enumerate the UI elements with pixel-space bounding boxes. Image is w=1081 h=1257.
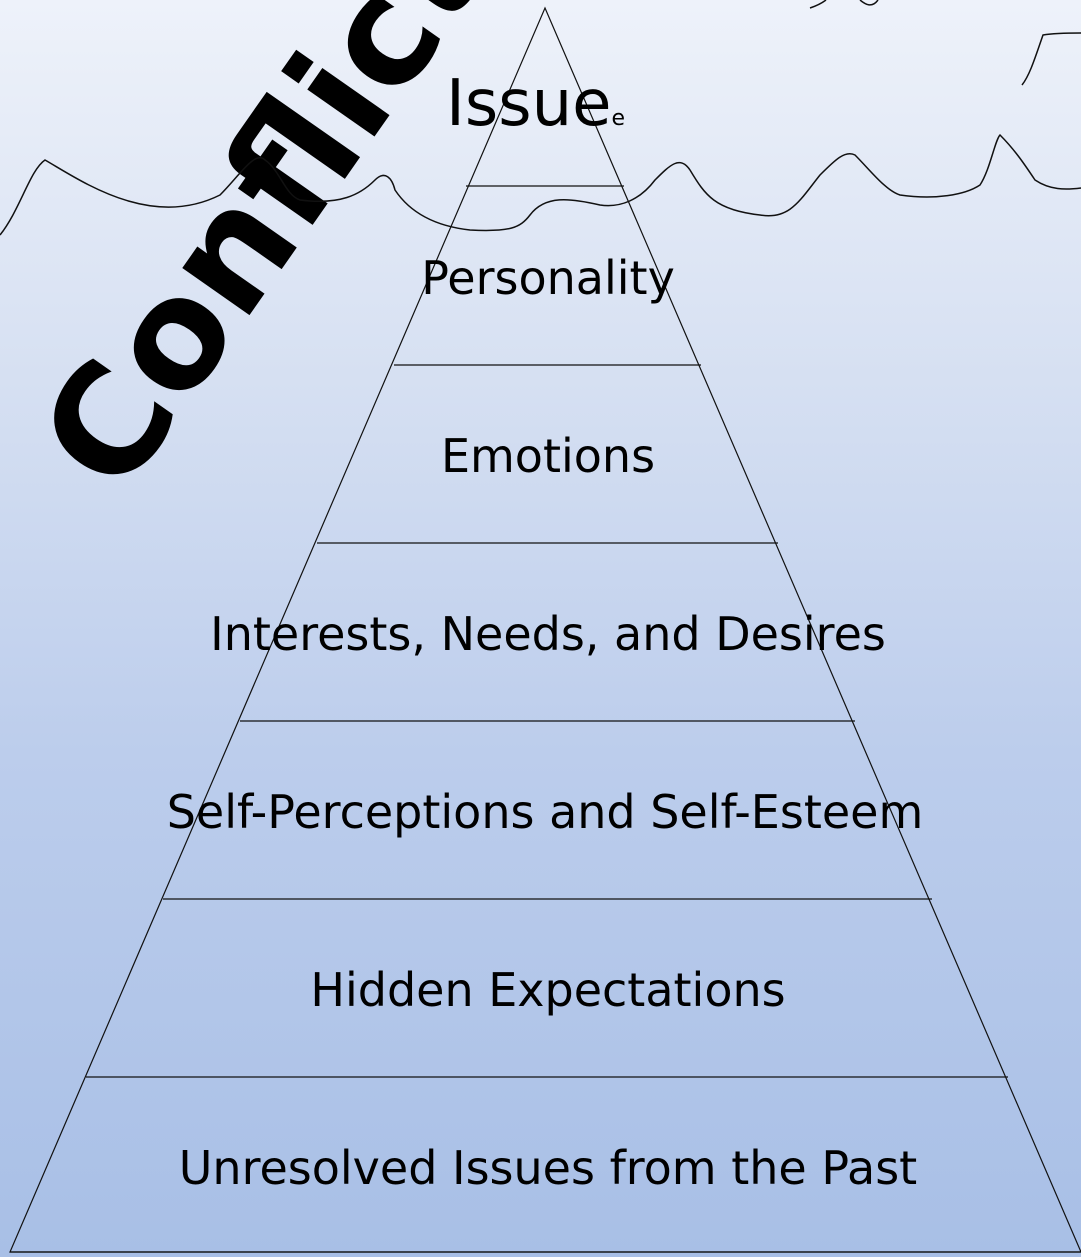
layer-label-unresolved-issues: Unresolved Issues from the Past <box>179 1141 917 1195</box>
layer-label-hidden-expectations: Hidden Expectations <box>310 963 785 1017</box>
layer-label-self-perceptions: Self-Perceptions and Self-Esteem <box>167 785 924 839</box>
layer-label-emotions: Emotions <box>441 429 655 483</box>
layer-label-interests: Interests, Needs, and Desires <box>210 607 886 661</box>
layer-dividers <box>10 185 1081 1253</box>
layer-label-issue-main: Issue <box>446 67 612 141</box>
waterline <box>0 133 1081 236</box>
layer-label-personality: Personality <box>421 251 675 305</box>
iceberg-peak-right <box>1021 32 1081 86</box>
iceberg-peak-top <box>809 0 879 9</box>
layer-label-issue-suffix: e <box>612 106 626 131</box>
layer-label-issue: Issuee <box>446 67 625 141</box>
